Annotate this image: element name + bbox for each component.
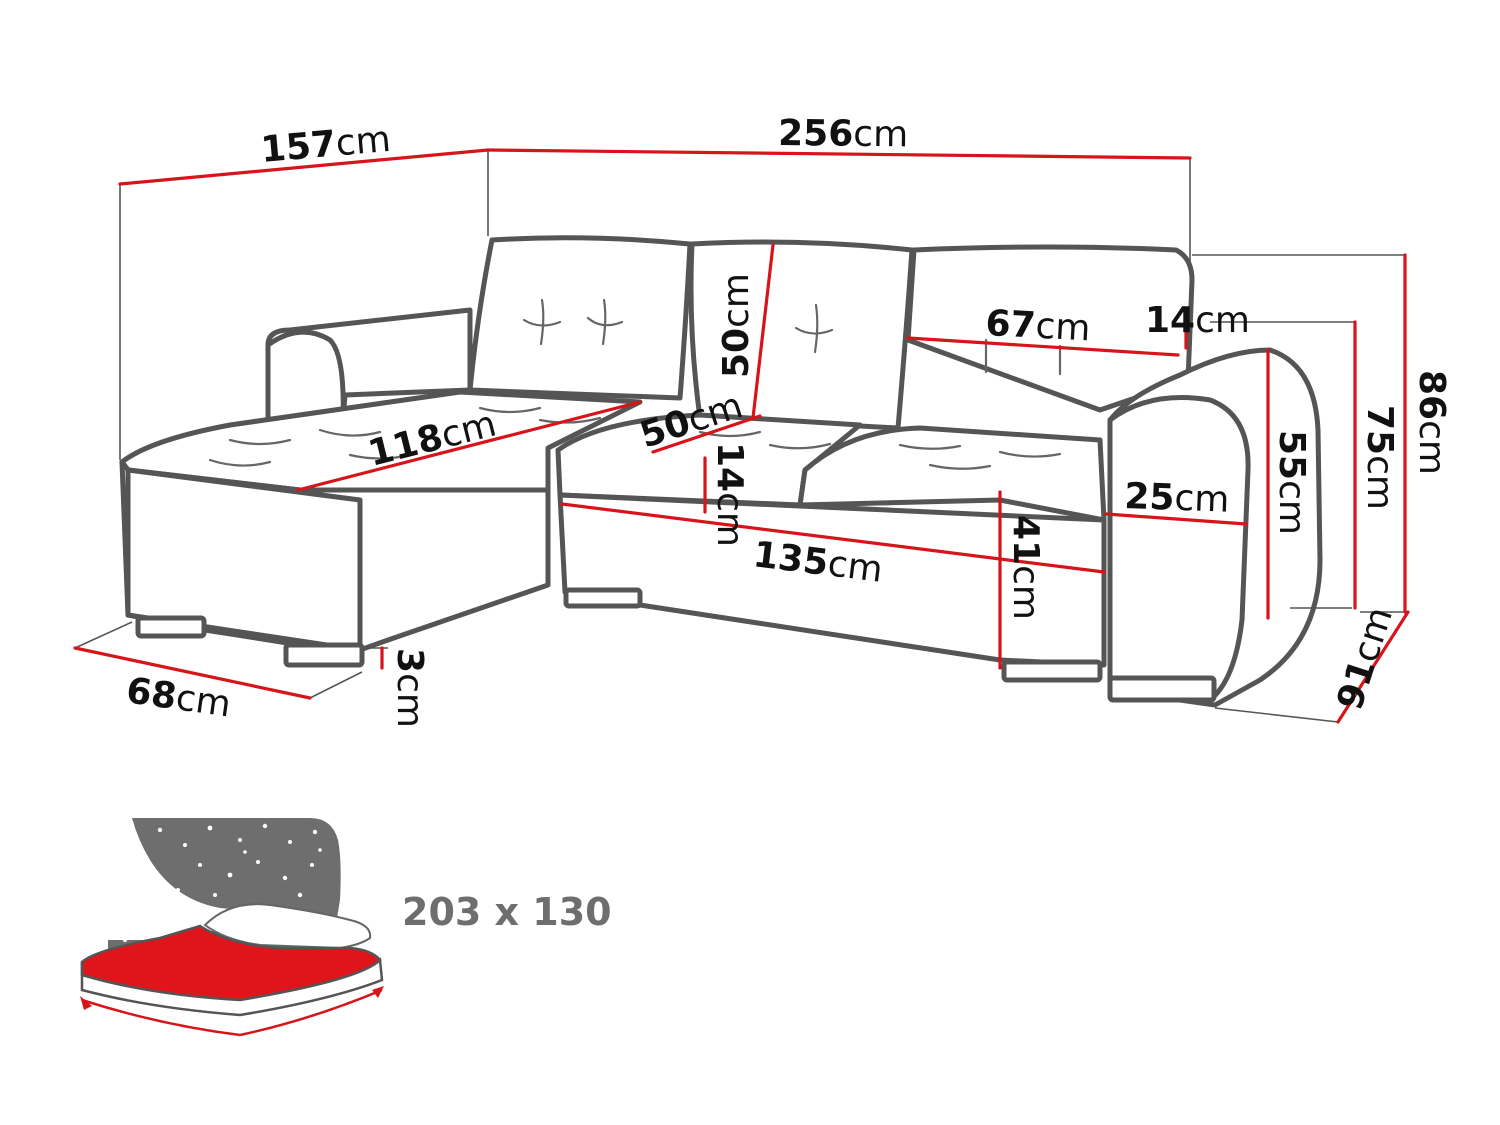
leg bbox=[283, 642, 365, 668]
right-back-cushion bbox=[905, 244, 1195, 413]
label-75: 75cm bbox=[1359, 405, 1400, 510]
dimension-line-118 bbox=[296, 400, 642, 492]
label-68: 68cm bbox=[124, 670, 234, 725]
dimension-labels: 157cm 256cm 86cm 75cm 55cm 50cm 50cm 67c… bbox=[124, 113, 1452, 728]
label-14-arm: 14cm bbox=[1145, 300, 1250, 341]
right-armrest-front bbox=[1107, 395, 1251, 703]
dimension-line-135 bbox=[560, 502, 1106, 574]
dimension-line-91 bbox=[1336, 610, 1410, 724]
dimension-lines bbox=[73, 148, 1410, 724]
chaise-armrest-front bbox=[265, 329, 346, 428]
dimension-line-256 bbox=[486, 148, 1192, 160]
label-25: 25cm bbox=[1124, 476, 1230, 521]
dimension-line-50-back bbox=[751, 243, 775, 420]
label-50-back: 50cm bbox=[716, 273, 757, 378]
label-14-seat: 14cm bbox=[709, 442, 750, 547]
dimension-line-68 bbox=[73, 646, 312, 700]
label-3: 3cm bbox=[389, 648, 430, 728]
bed-size-label: 203 x 130 bbox=[402, 890, 612, 934]
main-seat-right bbox=[797, 425, 1107, 523]
chaise-back-cushion bbox=[467, 235, 693, 401]
sleeping-bed-icon bbox=[80, 818, 384, 1037]
label-67: 67cm bbox=[985, 303, 1092, 349]
label-41: 41cm bbox=[1005, 515, 1046, 620]
bed-size-arrow bbox=[81, 988, 383, 1037]
label-55: 55cm bbox=[1271, 430, 1312, 535]
label-135: 135cm bbox=[751, 534, 885, 591]
label-256: 256cm bbox=[778, 113, 908, 155]
cushion-tufting bbox=[208, 298, 1062, 470]
middle-back-cushion bbox=[688, 239, 915, 431]
label-91: 91cm bbox=[1330, 602, 1401, 715]
extension-lines bbox=[74, 150, 1408, 723]
leg bbox=[1001, 659, 1103, 683]
dimension-line-50-seat bbox=[651, 414, 762, 454]
leg bbox=[1107, 675, 1217, 703]
stars bbox=[123, 823, 322, 942]
label-86: 86cm bbox=[1411, 370, 1452, 475]
leg bbox=[135, 615, 207, 639]
leg bbox=[563, 587, 643, 609]
dimension-line-25 bbox=[1104, 512, 1248, 526]
dimension-line-157 bbox=[118, 148, 490, 186]
dimension-line-67 bbox=[906, 336, 1180, 357]
mattress-side bbox=[80, 957, 384, 1017]
label-157: 157cm bbox=[259, 119, 392, 171]
